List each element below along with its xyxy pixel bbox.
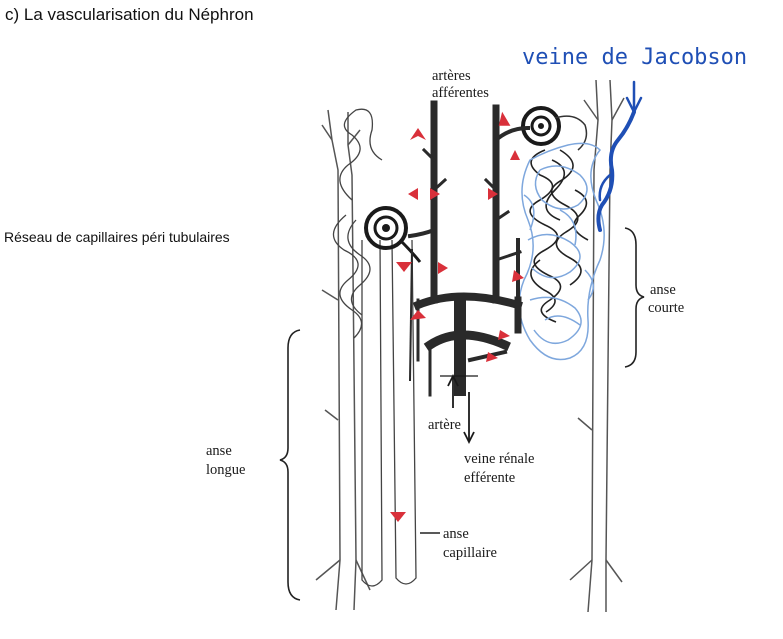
- label-anse-capillaire-2: capillaire: [443, 545, 497, 561]
- label-anse-courte-1: anse: [650, 282, 676, 298]
- label-artere: artère: [428, 417, 461, 433]
- long-loop-tubules: [332, 108, 417, 587]
- jacobson-vein: [596, 80, 643, 232]
- right-duct-tree: [569, 79, 625, 613]
- artery-vein-arrows: [440, 373, 478, 445]
- label-veine-renale-1: veine rénale: [464, 451, 534, 467]
- label-veine-renale-2: efférente: [464, 470, 515, 486]
- label-anse-longue-1: anse: [206, 443, 232, 459]
- label-arteres-afferentes-2: afférentes: [432, 85, 489, 101]
- label-anse-courte-2: courte: [648, 300, 684, 316]
- artery-tree: [407, 100, 531, 397]
- anse-longue-brace: [279, 329, 301, 601]
- braces: [279, 227, 645, 601]
- label-arteres-afferentes-1: artères: [432, 68, 471, 84]
- capillary-network-label: Réseau de capillaires péri tubulaires: [4, 229, 230, 245]
- page-title: c) La vascularisation du Néphron: [5, 5, 254, 24]
- blood-flow-arrows: [390, 111, 524, 522]
- diagram-labels: artères afférentes anse courte anse long…: [206, 68, 684, 561]
- anse-courte-brace: [624, 227, 645, 368]
- label-veine-de-jacobson: veine de Jacobson: [522, 45, 747, 70]
- label-anse-capillaire-1: anse: [443, 526, 469, 542]
- label-anse-longue-2: longue: [206, 462, 245, 478]
- peritubular-capillary-network: [518, 142, 605, 361]
